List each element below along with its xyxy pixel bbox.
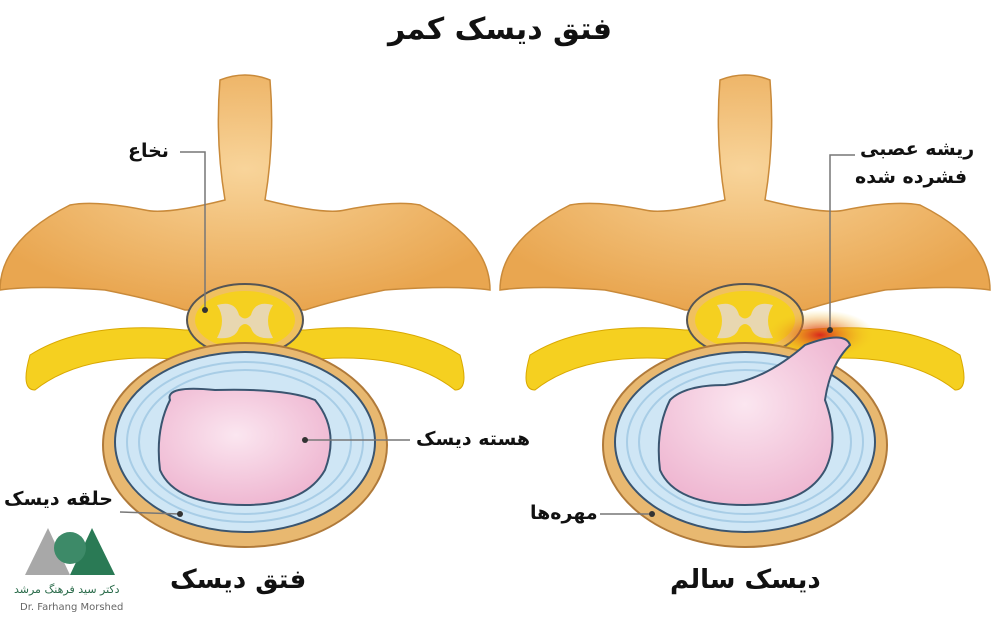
label-nucleus: هسته دیسک — [416, 428, 531, 450]
caption-left: فتق دیسک — [170, 565, 307, 595]
herniated-nucleus — [657, 336, 852, 507]
caption-right: دیسک سالم — [670, 565, 821, 595]
leader-lines — [119, 151, 855, 515]
label-annulus: حلقه دیسک — [4, 488, 113, 510]
right-vertebra — [499, 74, 991, 548]
label-vertebrae: مهره‌ها — [530, 502, 598, 524]
page-title: فتق دیسک کمر — [388, 12, 612, 47]
label-nerve-root-1: ریشه عصبی — [860, 138, 975, 160]
logo-name-en: Dr. Farhang Morshed — [20, 602, 124, 613]
label-nerve-root-2: فشرده شده — [855, 166, 968, 188]
label-spinal-cord: نخاع — [128, 140, 169, 162]
logo-icon — [25, 528, 115, 575]
nucleus — [157, 387, 332, 507]
left-vertebra — [0, 74, 491, 548]
logo-name-fa: دکتر سید فرهنگ مرشد — [14, 583, 120, 596]
